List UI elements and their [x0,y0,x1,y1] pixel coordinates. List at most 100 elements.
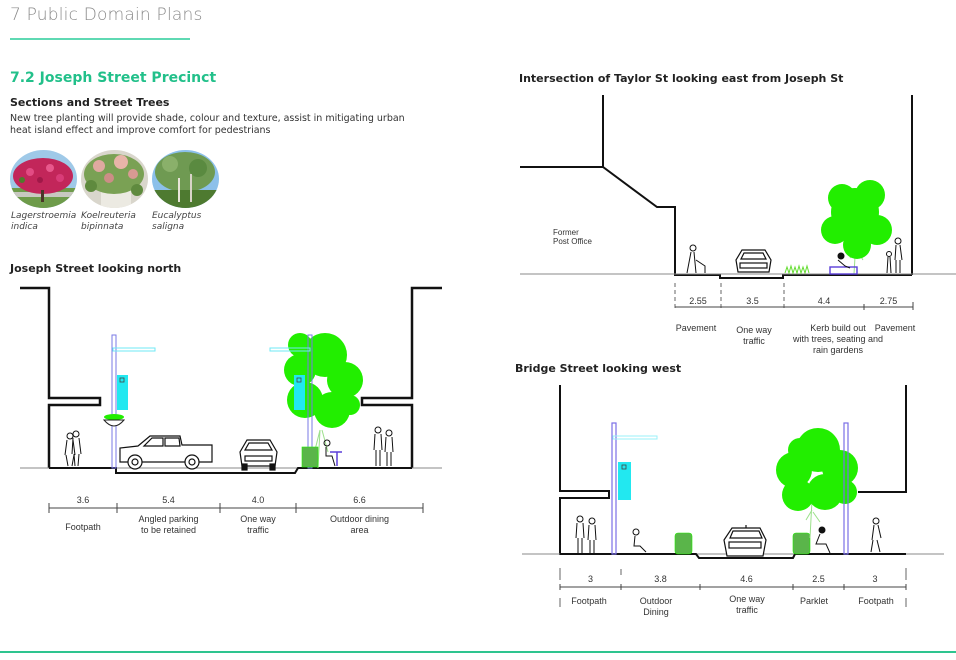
dimension-value: 4.0 [251,495,265,505]
light-pole-icon [843,422,849,555]
label-line: Angled parking [138,514,199,524]
label-line: One way [240,514,276,524]
bridge-dimension-line [559,568,907,607]
seated-person-icon [837,252,851,269]
segment-label: Parklet [788,596,840,607]
taylor-section-drawing: Former Post Office [520,95,956,279]
light-arm-icon [269,347,311,352]
tree-name-line1: Koelreuteria [81,211,136,221]
tree-photo-koelreuteria [81,150,148,208]
label-line: Footpath [858,596,894,606]
footer-rule [0,651,956,653]
taylor-section-title: Intersection of Taylor St looking east f… [519,72,844,85]
label-line: with trees, seating and [792,334,884,344]
table-icon [330,451,342,466]
seated-person-icon [323,439,336,467]
tree-name-line2: saligna [152,222,185,232]
subheading: Sections and Street Trees [10,96,170,109]
pedestrians-icon [64,430,82,467]
bench-icon [829,266,858,275]
dimension-value: 3.6 [76,495,90,505]
tree-caption-lagerstroemia: Lagerstroemia indica [11,211,76,233]
page-title: 7 Public Domain Plans [10,5,203,25]
label-line: Dining [643,607,669,617]
label-line: One way [729,594,765,604]
dimension-value: 2.5 [812,574,825,584]
dimension-value: 4.4 [817,296,831,306]
segment-label: Pavement [668,323,724,334]
label-line: Kerb build out [810,323,866,333]
left-building-outline [20,286,102,468]
dimension-value: 2.55 [689,296,707,306]
car-icon [239,439,278,471]
label-line: Outdoor [639,596,673,606]
title-rule [10,38,190,40]
label-line: Footpath [65,522,101,532]
joseph-section-title: Joseph Street looking north [10,262,182,275]
tree-photo-eucalyptus [152,150,219,208]
pedestrians-icon [575,515,597,553]
dimension-value: 3.5 [746,296,759,306]
planter-icon [792,532,811,555]
adult-and-child-icon [886,237,903,274]
label-line: One way [736,325,772,335]
tree-name-line1: Lagerstroemia [11,211,77,221]
segment-label: Footpath [848,596,904,607]
hanging-planter-icon [104,414,124,420]
banner-icon [117,375,128,410]
label-line: traffic [743,336,765,346]
pedestrian-with-pram-icon [686,244,706,274]
segment-label: Footpath [49,522,117,533]
label-line: to be retained [140,525,197,535]
pedestrians-icon [373,426,394,466]
dimension-value: 3.8 [654,574,667,584]
label-line: Footpath [571,596,607,606]
section-heading: 7.2 Joseph Street Precinct [10,70,217,86]
building-label-line1: Former [553,228,579,237]
dimension-value: 2.75 [879,296,898,306]
taylor-dimension-line [674,283,914,310]
building-label-line2: Post Office [553,237,593,246]
label-line: Pavement [675,323,717,333]
label-line: area [350,525,369,535]
banner-icon [618,462,631,500]
road-profile [49,467,412,474]
left-building-outline [559,385,610,555]
label-line: Pavement [874,323,916,333]
tree-name-line2: bipinnata [81,222,124,232]
street-tree-icon [821,180,892,275]
banner-icon [294,375,305,410]
joseph-section-drawing [20,286,442,474]
segment-label: Footpath [560,596,618,607]
walking-person-icon [870,517,882,553]
tree-photo-lagerstroemia [10,150,77,208]
label-line: traffic [736,605,758,615]
dimension-value: 3 [872,574,878,584]
left-building-outline [520,166,912,279]
light-pole-icon [307,334,313,469]
tree-name-line1: Eucalyptus [152,211,202,221]
label-line: rain gardens [812,345,864,355]
segment-label: Pavement [866,323,924,334]
dimension-value: 4.6 [740,574,753,584]
dimension-value: 5.4 [162,495,175,505]
seated-person-icon [815,526,831,554]
intro-paragraph: New tree planting will provide shade, co… [10,113,405,136]
planter-icon [301,446,319,468]
street-tree-icon [776,428,858,539]
joseph-dimension-line [48,503,424,513]
right-building-outline [858,385,907,493]
light-pole-icon [111,334,117,469]
dimension-value: 6.6 [353,495,366,505]
light-arm-icon [112,347,156,352]
rain-garden-icon [784,264,810,275]
car-icon [723,525,767,557]
planter-icon [674,532,693,555]
